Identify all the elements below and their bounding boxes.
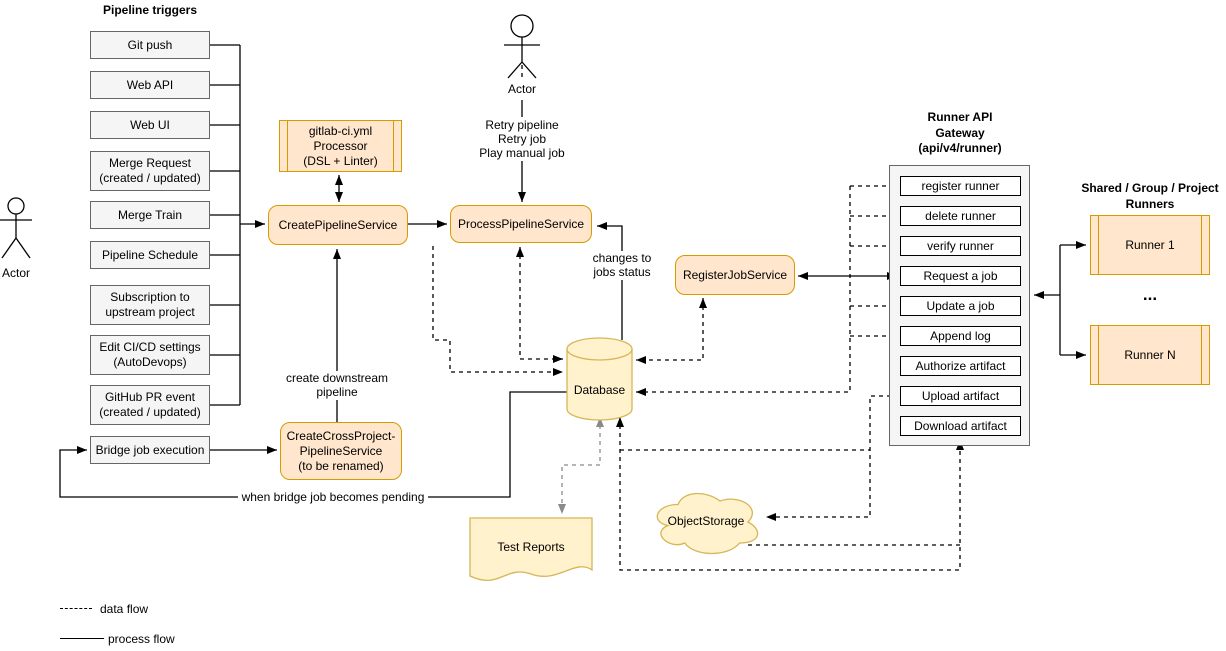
actor-left-icon: [0, 197, 32, 259]
actor-top-label: Actor: [507, 82, 536, 96]
legend-process-flow-label: process flow: [108, 632, 175, 646]
endpoint-verify-runner: verify runner: [900, 236, 1021, 256]
trigger-github-pr: GitHub PR event (created / updated): [90, 385, 210, 425]
legend-dashed-line: [60, 608, 92, 609]
create-cross-project-pipeline-service: CreateCrossProject- PipelineService (to …: [280, 422, 402, 480]
trigger-git-push: Git push: [90, 31, 210, 59]
runners-ellipsis: ...: [1142, 285, 1158, 304]
bridge-job-execution-box: Bridge job execution: [90, 436, 210, 464]
endpoint-upload-artifact: Upload artifact: [900, 386, 1021, 406]
trigger-pipeline-schedule: Pipeline Schedule: [90, 241, 210, 269]
data-flow-edges: [432, 65, 964, 571]
runner-1-box: Runner 1: [1090, 215, 1210, 275]
test-reports-label: Test Reports: [497, 540, 565, 554]
actor-top-actions: Retry pipeline Retry job Play manual job: [479, 118, 565, 160]
legend-data-flow-label: data flow: [100, 602, 149, 616]
trigger-web-api: Web API: [90, 71, 210, 99]
data-flow-edge-test-reports: [558, 417, 604, 514]
endpoint-append-log: Append log: [900, 326, 1021, 346]
trigger-subscription: Subscription to upstream project: [90, 285, 210, 325]
endpoint-delete-runner: delete runner: [900, 206, 1021, 226]
trigger-edit-cicd: Edit CI/CD settings (AutoDevops): [90, 335, 210, 375]
pipeline-triggers-title: Pipeline triggers: [102, 3, 198, 17]
runner-n-box: Runner N: [1090, 325, 1210, 385]
runner-api-gateway-title: Runner API Gateway (api/v4/runner): [918, 110, 1002, 156]
test-reports-shape: [469, 517, 593, 581]
actor-left-label: Actor: [1, 266, 30, 280]
runners-title: Shared / Group / Project Runners: [1081, 181, 1219, 211]
endpoint-authorize-artifact: Authorize artifact: [900, 356, 1021, 376]
trigger-merge-request: Merge Request (created / updated): [90, 151, 210, 191]
process-pipeline-service: ProcessPipelineService: [450, 205, 592, 243]
endpoint-download-artifact: Download artifact: [900, 416, 1021, 436]
edge-label-create-downstream-pipeline: create downstream pipeline: [281, 371, 393, 400]
endpoint-update-a-job: Update a job: [900, 296, 1021, 316]
trigger-web-ui: Web UI: [90, 111, 210, 139]
object-storage-shape: [656, 492, 759, 555]
edge-label-changes-to-jobs-status: changes to jobs status: [588, 251, 656, 280]
object-storage-label: ObjectStorage: [667, 514, 745, 528]
legend-solid-line: [60, 638, 104, 639]
actor-top-icon: [504, 14, 540, 79]
database-shape: [566, 337, 633, 421]
endpoint-request-a-job: Request a job: [900, 266, 1021, 286]
create-pipeline-service: CreatePipelineService: [268, 205, 408, 245]
database-label: Database: [573, 383, 626, 397]
endpoint-register-runner: register runner: [900, 176, 1021, 196]
edge-label-when-bridge-job-pending: when bridge job becomes pending: [238, 490, 428, 505]
gitlab-ci-yml-processor: gitlab-ci.yml Processor (DSL + Linter): [279, 120, 402, 172]
register-job-service: RegisterJobService: [675, 255, 795, 295]
trigger-merge-train: Merge Train: [90, 201, 210, 229]
